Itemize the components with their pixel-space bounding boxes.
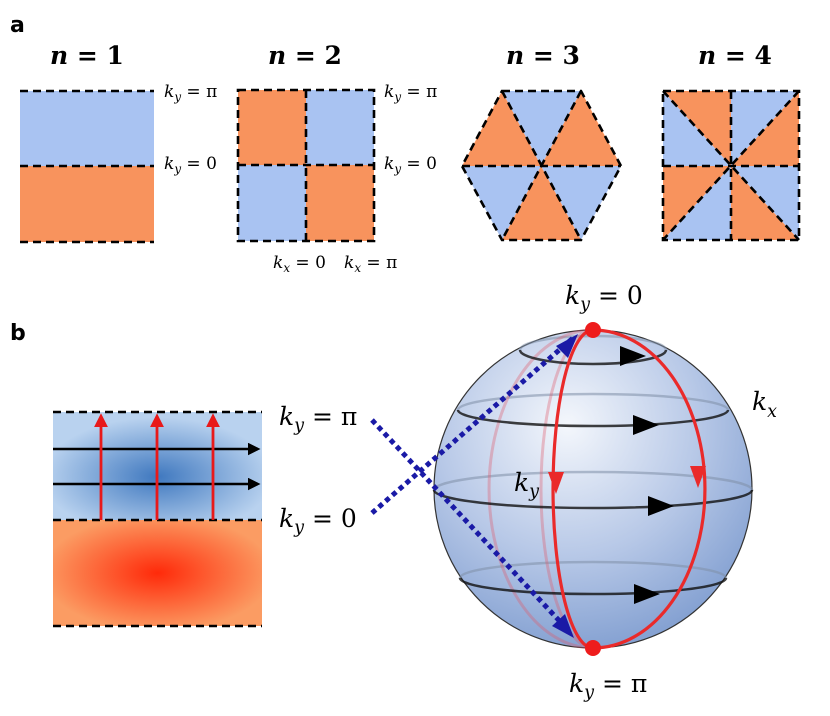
n1-orange-region [20, 166, 154, 242]
map-arrowhead-ky0 [556, 334, 578, 358]
north-pole-dot [585, 322, 601, 338]
meridian-arrow-left [548, 472, 564, 494]
n3-label: n = 3 [506, 41, 580, 70]
b-ky-pi-label: ky = π [279, 402, 357, 436]
n2-orange-br [306, 165, 374, 241]
n2-kx-0-label: kx = 0 [273, 253, 326, 275]
n3-tri-top [502, 91, 581, 166]
lat-arrow-2 [633, 415, 659, 435]
sphere-ky-label: ky [514, 468, 540, 502]
lat-arrow-1 [620, 346, 646, 366]
n2-orange-tl [238, 90, 306, 165]
map-arrow-kypi [370, 418, 568, 630]
red-gradient-region [53, 520, 262, 626]
panel-label-b: b [10, 321, 26, 346]
meridian-ky-left [551, 328, 594, 650]
n4-zone-diagram [661, 89, 801, 242]
sphere-ky-0-label: ky = 0 [565, 281, 643, 315]
sphere-kx-label: kx [752, 387, 777, 422]
n4-tri-3 [731, 91, 799, 166]
sphere-ky-pi-label: ky = π [569, 669, 647, 703]
bloch-sphere [432, 322, 754, 656]
unfolded-zone [53, 410, 262, 628]
south-pole-dot [585, 640, 601, 656]
lat-arrow-4 [634, 584, 660, 604]
n2-zone-diagram [236, 88, 376, 243]
map-arrowhead-kypi [552, 614, 574, 638]
n2-blue-bl [238, 165, 306, 241]
n2-ky-0-label: ky = 0 [384, 154, 437, 176]
lat-arrow-3 [648, 496, 674, 516]
n2-blue-tr [306, 90, 374, 165]
n2-ky-pi-label: ky = π [384, 82, 437, 104]
b-ky-0-label: ky = 0 [279, 504, 357, 538]
n4-tri-8 [663, 91, 731, 166]
meridian-ky-right [592, 328, 707, 650]
n3-tri-lower-left [462, 166, 541, 240]
n4-label: n = 4 [698, 41, 772, 70]
n3-tri-upper-left [462, 91, 541, 166]
n3-zone-diagram [460, 89, 623, 242]
n1-ky-pi-label: ky = π [164, 82, 217, 104]
n2-kx-pi-label: kx = π [344, 253, 397, 275]
n3-tri-bottom [502, 166, 581, 240]
n1-blue-region [20, 91, 154, 166]
n1-label: n = 1 [50, 41, 124, 70]
panel-label-a: a [10, 13, 25, 38]
n1-ky-0-label: ky = 0 [164, 154, 217, 176]
meridian-arrow-right [690, 466, 706, 488]
n1-zone-diagram [20, 89, 154, 244]
n3-tri-lower-right [541, 166, 621, 240]
n2-label: n = 2 [268, 41, 342, 70]
n3-tri-upper-right [541, 91, 621, 166]
